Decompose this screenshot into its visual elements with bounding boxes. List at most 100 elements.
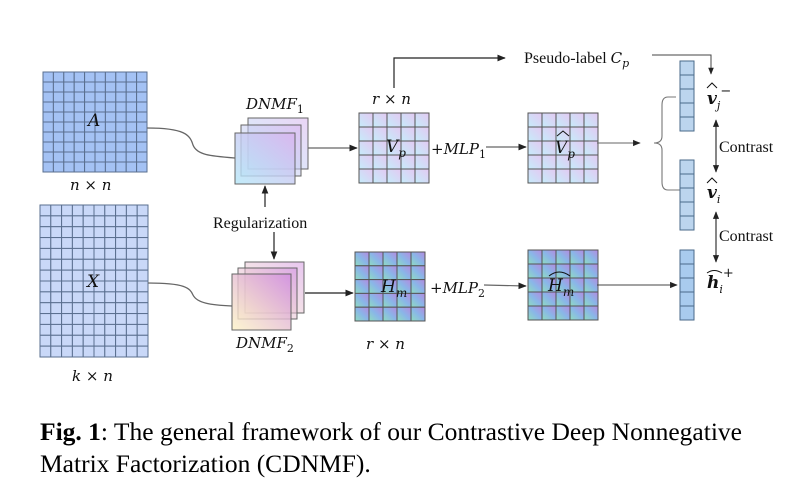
matrix-x-cell <box>50 226 63 239</box>
matrix-a-cell <box>63 71 75 83</box>
hm-cell <box>410 292 426 308</box>
matrix-x-cell <box>136 237 149 249</box>
matrix-x-cell <box>71 237 84 249</box>
vector-vj-cell <box>679 74 695 90</box>
matrix-a-cell <box>52 71 65 83</box>
figure-caption: Fig. 1: The general framework of our Con… <box>40 416 790 480</box>
vp-hat-cell <box>583 126 599 142</box>
vp-cell <box>386 168 402 184</box>
vp-hat-cell <box>569 168 585 184</box>
mlp2-label: +MLP2 <box>430 279 485 300</box>
matrix-x-cell <box>82 313 95 325</box>
matrix-a-cell <box>63 81 75 93</box>
dnmf2-layer-stack <box>231 261 305 331</box>
matrix-x-cell <box>104 280 117 293</box>
matrix-x-cell <box>104 247 117 260</box>
matrix-a-cell <box>104 161 117 173</box>
arrow-pseudo-label-to-vj <box>652 54 714 75</box>
vp-symbol: Vp <box>386 137 406 160</box>
vp-cell <box>372 140 388 156</box>
matrix-a-cell <box>73 91 86 103</box>
matrix-x-cell <box>39 258 52 271</box>
matrix-x-cell <box>93 345 106 358</box>
matrix-x-cell <box>93 313 106 325</box>
matrix-x-cell <box>82 226 95 239</box>
matrix-x-cell <box>71 269 84 282</box>
hm-dims: r × n <box>366 335 405 353</box>
matrix-x-cell <box>115 204 127 217</box>
hm-hat-cell <box>555 249 571 265</box>
matrix-x-cell <box>39 302 52 315</box>
vector-vi-cell <box>679 215 695 231</box>
matrix-a-cell <box>52 81 65 93</box>
matrix-x-cell <box>82 258 95 271</box>
vector-vj-cell <box>679 102 695 118</box>
vp-cell <box>358 154 374 170</box>
vector-vj-negative <box>679 60 695 132</box>
hm-hat-cell <box>555 305 571 321</box>
vp-cell <box>358 126 374 142</box>
matrix-a-cell <box>52 131 65 143</box>
arrow-vp-to-pseudo-label <box>393 54 506 88</box>
matrix-x-cell <box>50 258 63 271</box>
matrix-a-cell <box>63 161 75 173</box>
matrix-a-cell <box>104 91 117 103</box>
matrix-a-cell <box>115 111 127 123</box>
matrix-x-cell <box>39 334 52 347</box>
matrix-a-cell <box>115 141 127 153</box>
matrix-x-cell <box>50 291 63 304</box>
hm-cell <box>354 292 370 308</box>
hm-hat-cell <box>527 249 543 265</box>
matrix-a-cell <box>104 101 117 113</box>
matrix-a-cell <box>52 141 65 153</box>
matrix-a-cell <box>115 101 127 113</box>
vector-hi-cell <box>679 305 695 321</box>
matrix-x-cell <box>125 345 138 358</box>
matrix-a-cell <box>73 151 86 163</box>
matrix-x-cell <box>82 334 95 347</box>
matrix-x-cell <box>71 291 84 304</box>
matrix-a-cell <box>104 111 117 123</box>
matrix-a-cell <box>73 161 86 173</box>
matrix-x-cell <box>104 323 117 336</box>
matrix-x-cell <box>136 323 149 336</box>
pseudo-label-text: Pseudo-label Cp <box>524 49 629 70</box>
matrix-x-cell <box>115 313 127 325</box>
matrix-a-cell <box>125 91 138 103</box>
hm-cell <box>354 306 370 322</box>
matrix-x-cell <box>136 247 149 260</box>
matrix-a-cell <box>125 161 138 173</box>
matrix-x-cell <box>71 302 84 315</box>
matrix-a-cell <box>73 111 86 123</box>
matrix-a-dims: n × n <box>70 176 111 194</box>
matrix-a-cell <box>104 81 117 93</box>
hm-hat-cell <box>583 277 599 293</box>
hm-hat-cell <box>569 249 585 265</box>
hm-hat-matrix <box>527 249 599 321</box>
matrix-x-cell <box>125 334 138 347</box>
matrix-x-cell <box>104 269 117 282</box>
matrix-x-cell <box>104 291 117 304</box>
vp-dims: r × n <box>372 90 411 108</box>
vp-cell <box>358 168 374 184</box>
vector-vj-cell <box>679 88 695 104</box>
matrix-x-cell <box>136 215 149 228</box>
matrix-x-cell <box>104 313 117 325</box>
matrix-x-cell <box>115 345 127 358</box>
vector-hi-positive <box>679 249 695 321</box>
matrix-x-cell <box>61 247 73 260</box>
vector-vi-cell <box>679 187 695 203</box>
vp-hat-cell <box>541 154 557 170</box>
matrix-x-cell <box>61 215 73 228</box>
matrix-a-cell <box>125 81 138 93</box>
matrix-x-cell <box>125 215 138 228</box>
hm-cell <box>410 251 426 267</box>
matrix-a-cell <box>104 141 117 153</box>
matrix-x-cell <box>125 323 138 336</box>
hm-hat-cell <box>527 305 543 321</box>
matrix-a-cell <box>63 141 75 153</box>
matrix-a-cell <box>125 151 138 163</box>
vector-hi-cell <box>679 291 695 307</box>
matrix-a-cell <box>73 141 86 153</box>
matrix-a-cell <box>136 151 148 163</box>
